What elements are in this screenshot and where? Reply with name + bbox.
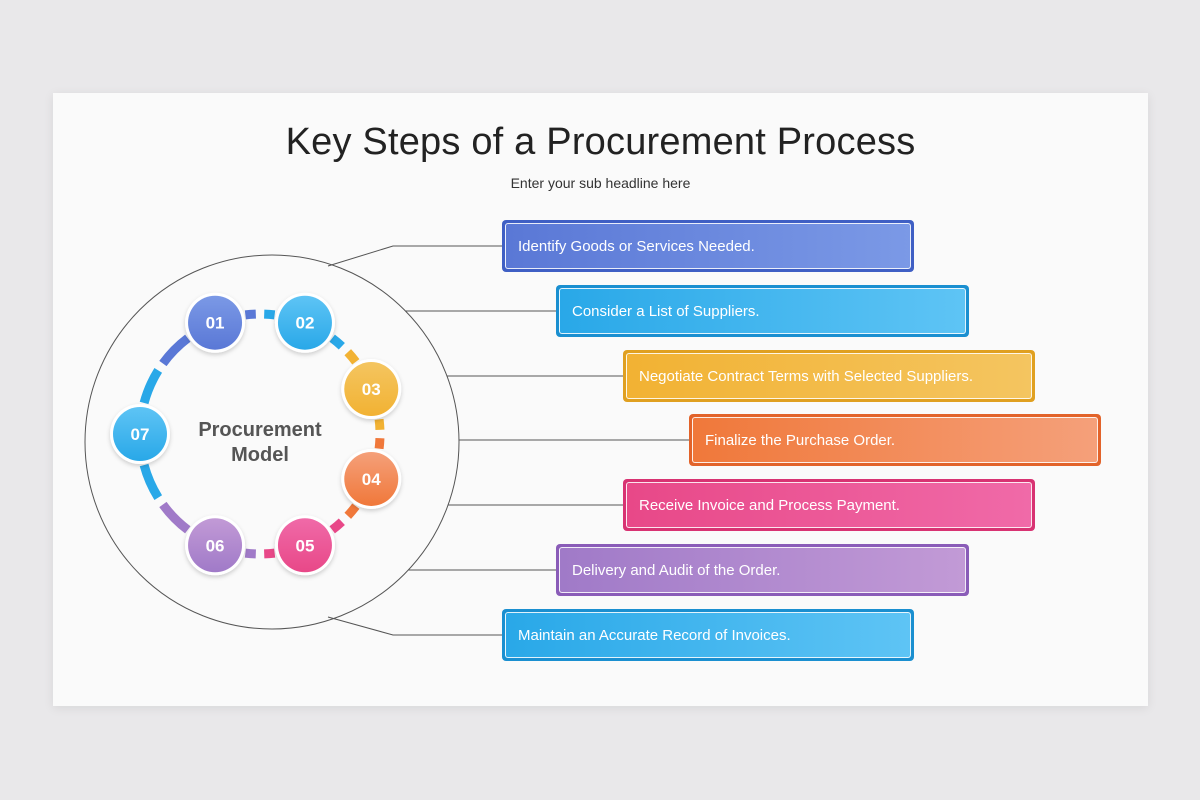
step-box-06: Delivery and Audit of the Order.	[556, 544, 969, 596]
step-node-02-number: 02	[295, 314, 314, 333]
ring-segment-7-1	[139, 368, 163, 405]
center-label-line-1: Procurement	[198, 419, 322, 441]
ring-segment-1-2	[263, 309, 276, 320]
step-node-05-number: 05	[295, 536, 314, 555]
ring-segment-2-1	[329, 334, 345, 350]
ring-segment-2-2	[344, 349, 360, 365]
step-box-04-label: Finalize the Purchase Order.	[692, 417, 1098, 463]
step-box-03-label: Negotiate Contract Terms with Selected S…	[626, 353, 1032, 399]
connector-line-01	[327, 245, 502, 267]
step-node-01-number: 01	[206, 314, 225, 333]
step-node-02-circle	[277, 295, 332, 350]
step-node-02: 02	[274, 292, 335, 353]
connector-line-07	[327, 616, 502, 636]
ring-segment-6-2	[139, 463, 163, 500]
cycle-nodes: 01 02 03 04 05 06 07	[110, 292, 402, 576]
ring-segment-5-2	[244, 548, 257, 559]
ring-segment-6-1	[159, 501, 191, 534]
procurement-cycle-diagram: 01 02 03 04 05 06 07 Procurement Model	[84, 245, 689, 636]
ring-segment-7-2	[159, 334, 191, 367]
step-box-03: Negotiate Contract Terms with Selected S…	[623, 350, 1035, 402]
ring-segment-4-2	[329, 518, 345, 534]
step-node-04: 04	[341, 448, 402, 509]
step-box-01-label: Identify Goods or Services Needed.	[505, 223, 911, 269]
ring-segment-4-1	[344, 503, 360, 519]
step-node-04-circle	[344, 451, 399, 506]
step-node-03-number: 03	[362, 380, 381, 399]
connector-lines	[327, 245, 689, 636]
ring-segment-3-1	[374, 418, 385, 431]
page-subtitle: Enter your sub headline here	[510, 175, 691, 191]
page-title: Key Steps of a Procurement Process	[285, 121, 916, 163]
ring-segment-1-1	[244, 309, 257, 320]
step-box-07: Maintain an Accurate Record of Invoices.	[502, 609, 914, 661]
slide: Key Steps of a Procurement Process Enter…	[53, 93, 1148, 706]
step-box-05: Receive Invoice and Process Payment.	[623, 479, 1035, 531]
step-node-06-number: 06	[206, 536, 225, 555]
step-box-02: Consider a List of Suppliers.	[556, 285, 969, 337]
step-node-05: 05	[274, 515, 335, 576]
step-node-06: 06	[185, 515, 246, 576]
ring-segment-5-1	[263, 548, 276, 559]
ring-segment-3-2	[374, 437, 385, 450]
step-node-01-circle	[188, 295, 243, 350]
step-node-06-circle	[188, 518, 243, 573]
step-node-01: 01	[185, 292, 246, 353]
step-node-03-circle	[344, 362, 399, 417]
step-box-06-label: Delivery and Audit of the Order.	[559, 547, 966, 593]
step-box-04: Finalize the Purchase Order.	[689, 414, 1101, 466]
step-node-07: 07	[110, 404, 170, 464]
step-node-07-number: 07	[131, 425, 150, 444]
step-box-05-label: Receive Invoice and Process Payment.	[626, 482, 1032, 528]
cycle-ring	[139, 309, 385, 559]
step-node-07-circle	[113, 407, 167, 461]
step-node-05-circle	[277, 518, 332, 573]
step-box-01: Identify Goods or Services Needed.	[502, 220, 914, 272]
step-box-02-label: Consider a List of Suppliers.	[559, 288, 966, 334]
step-box-07-label: Maintain an Accurate Record of Invoices.	[505, 612, 911, 658]
step-node-04-number: 04	[362, 470, 381, 489]
step-node-03: 03	[341, 359, 402, 420]
center-label-line-2: Model	[231, 444, 289, 466]
outer-ring-outline	[84, 254, 460, 630]
